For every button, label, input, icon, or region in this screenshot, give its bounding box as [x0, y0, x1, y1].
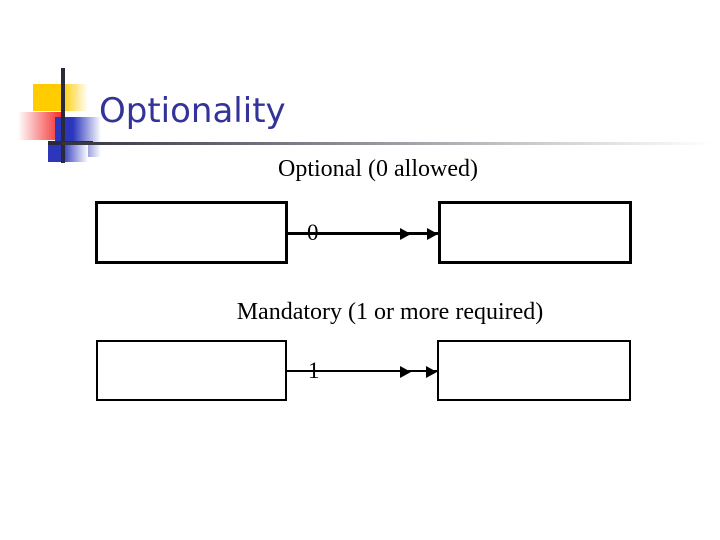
page-title: Optionality [99, 91, 286, 131]
relationship-line-optional [288, 232, 440, 235]
crosshair-vertical-icon [61, 68, 65, 163]
entity-box-left-mandatory[interactable] [96, 340, 287, 401]
arrow-head-end-optional [427, 228, 438, 240]
cardinality-label-optional: 0 [307, 220, 319, 245]
relationship-line-mandatory [287, 370, 438, 372]
yellow-square-icon [33, 84, 88, 111]
blue-square-lower-icon [48, 143, 88, 162]
entity-box-left-optional[interactable] [95, 201, 288, 264]
entity-box-right-mandatory[interactable] [437, 340, 631, 401]
arrow-head-end-mandatory [426, 366, 437, 378]
entity-box-right-optional[interactable] [438, 201, 632, 264]
row-label-mandatory: Mandatory (1 or more required) [236, 299, 544, 325]
arrow-head-mid-mandatory [400, 366, 411, 378]
row-label-optional: Optional (0 allowed) [278, 156, 478, 182]
cardinality-label-mandatory: 1 [308, 358, 320, 383]
arrow-head-mid-optional [400, 228, 411, 240]
title-underline-rule [62, 142, 712, 145]
